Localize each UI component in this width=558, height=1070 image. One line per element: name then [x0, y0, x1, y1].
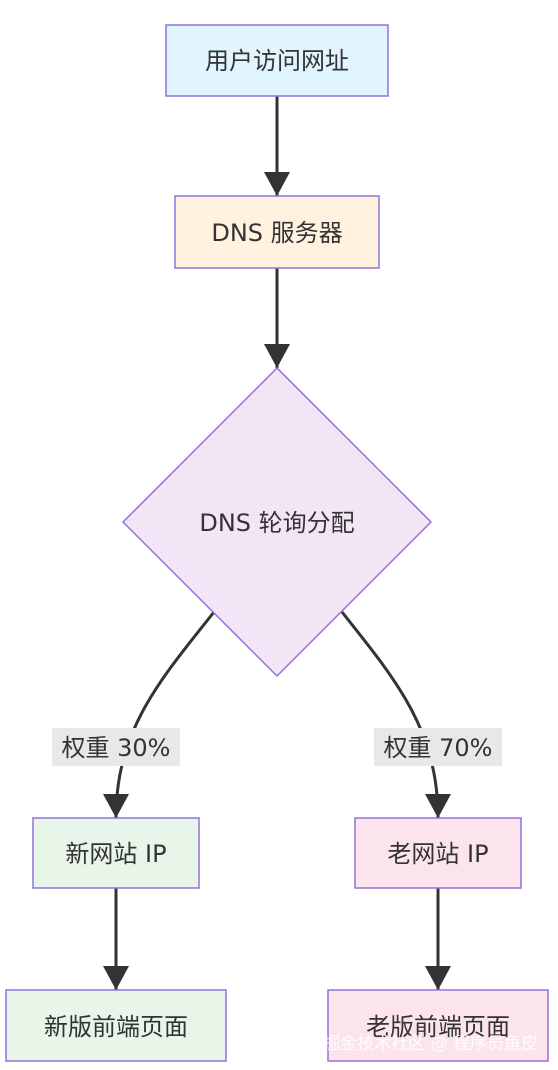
arrow-head — [103, 794, 129, 818]
arrow-head — [264, 172, 290, 196]
arrow-head — [425, 966, 451, 990]
edge-label-weight-30: 权重 30% — [62, 734, 171, 762]
node-dns-server-label: DNS 服务器 — [211, 219, 342, 247]
node-new-site-ip-box — [32, 817, 200, 889]
arrow-head — [103, 966, 129, 990]
node-dns-server-box — [174, 195, 380, 269]
edge-label-weight-old: 权重 70% — [374, 728, 502, 766]
node-new-frontend: 新版前端页面 — [5, 989, 227, 1062]
arrow-head — [264, 344, 290, 368]
node-old-frontend: 老版前端页面 — [327, 989, 549, 1062]
watermark-text: 掘金技术社区 @ 程序员鱼皮 — [323, 1034, 538, 1054]
edge-label-bg — [374, 728, 502, 766]
node-dns-server: DNS 服务器 — [174, 195, 380, 269]
node-user-visit: 用户访问网址 — [165, 24, 389, 97]
node-old-site-ip-box — [354, 817, 522, 889]
node-old-frontend-box — [327, 989, 549, 1062]
node-dns-round-robin-label: DNS 轮询分配 — [199, 509, 354, 537]
node-old-frontend-label: 老版前端页面 — [366, 1013, 510, 1041]
node-user-visit-label: 用户访问网址 — [205, 47, 349, 75]
node-user-visit-box — [165, 24, 389, 97]
node-dns-round-robin: DNS 轮询分配 — [121, 366, 433, 678]
node-old-site-ip-label: 老网站 IP — [387, 840, 488, 868]
edges — [103, 96, 451, 990]
arrow-head — [425, 794, 451, 818]
edge-roundrobin-to-old — [340, 611, 440, 819]
node-new-frontend-label: 新版前端页面 — [44, 1013, 188, 1041]
decision-diamond — [121, 366, 433, 678]
edge-label-weight-new: 权重 30% — [52, 728, 180, 766]
edge-roundrobin-to-new — [114, 611, 216, 819]
node-new-site-ip: 新网站 IP — [32, 817, 200, 889]
node-old-site-ip: 老网站 IP — [354, 817, 522, 889]
edge-label-weight-70: 权重 70% — [384, 734, 493, 762]
node-new-frontend-box — [5, 989, 227, 1062]
node-new-site-ip-label: 新网站 IP — [65, 840, 166, 868]
edge-label-bg — [52, 728, 180, 766]
